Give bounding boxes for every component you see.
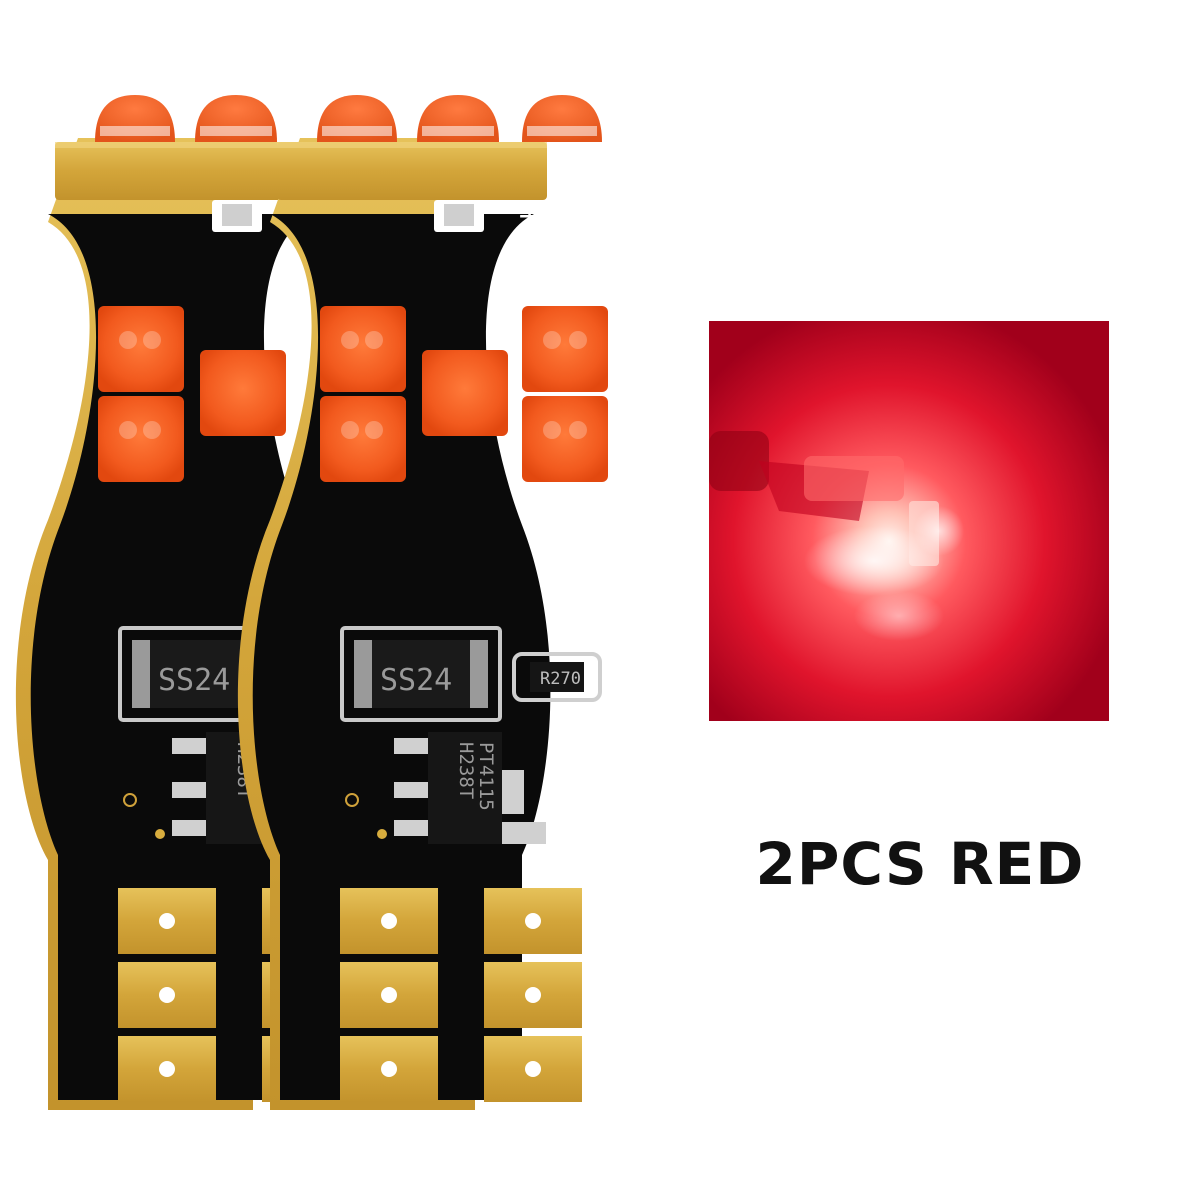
- red-glow-image: [709, 321, 1109, 721]
- diode-label: SS24: [158, 663, 230, 698]
- led-board-front: R270 + SS24 PT4115 H238T: [235, 93, 608, 1112]
- product-caption: 2PCS RED: [755, 830, 1085, 898]
- driver-ic-label-line1-front: PT4115: [475, 742, 497, 811]
- led-bulb-pair-illustration: + SS24 PT4115 H238T R270: [13, 93, 608, 1112]
- svg-text:+: +: [517, 199, 542, 234]
- driver-ic-label-line2-front: H238T: [455, 742, 477, 799]
- lit-bulb-photo: [709, 321, 1109, 721]
- resistor-label: R270: [540, 669, 581, 689]
- diode-label-front: SS24: [380, 663, 452, 698]
